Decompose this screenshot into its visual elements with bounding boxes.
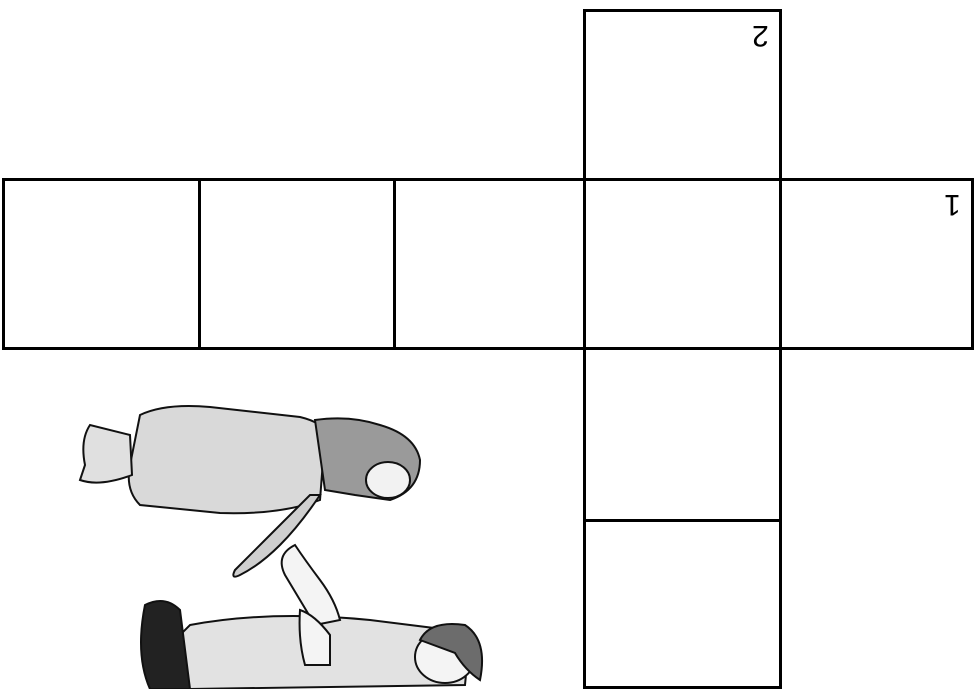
woman-figure (80, 406, 420, 577)
crossword-cell-down-3[interactable] (583, 347, 782, 522)
crossword-cell-across-2[interactable] (198, 178, 396, 350)
woman-kneeling-before-man-icon (70, 395, 490, 689)
man-figure (141, 545, 482, 689)
clue-number-2: 2 (752, 20, 769, 50)
crossword-cell-across-3[interactable] (393, 178, 586, 350)
crossword-cell-down-1[interactable]: 2 (583, 9, 782, 181)
crossword-cell-across-5[interactable]: 1 (779, 178, 974, 350)
clue-number-1: 1 (944, 189, 961, 219)
crossword-cell-across-1[interactable] (2, 178, 201, 350)
crossword-cell-intersection[interactable] (583, 178, 782, 350)
crossword-cell-down-4[interactable] (583, 519, 782, 689)
